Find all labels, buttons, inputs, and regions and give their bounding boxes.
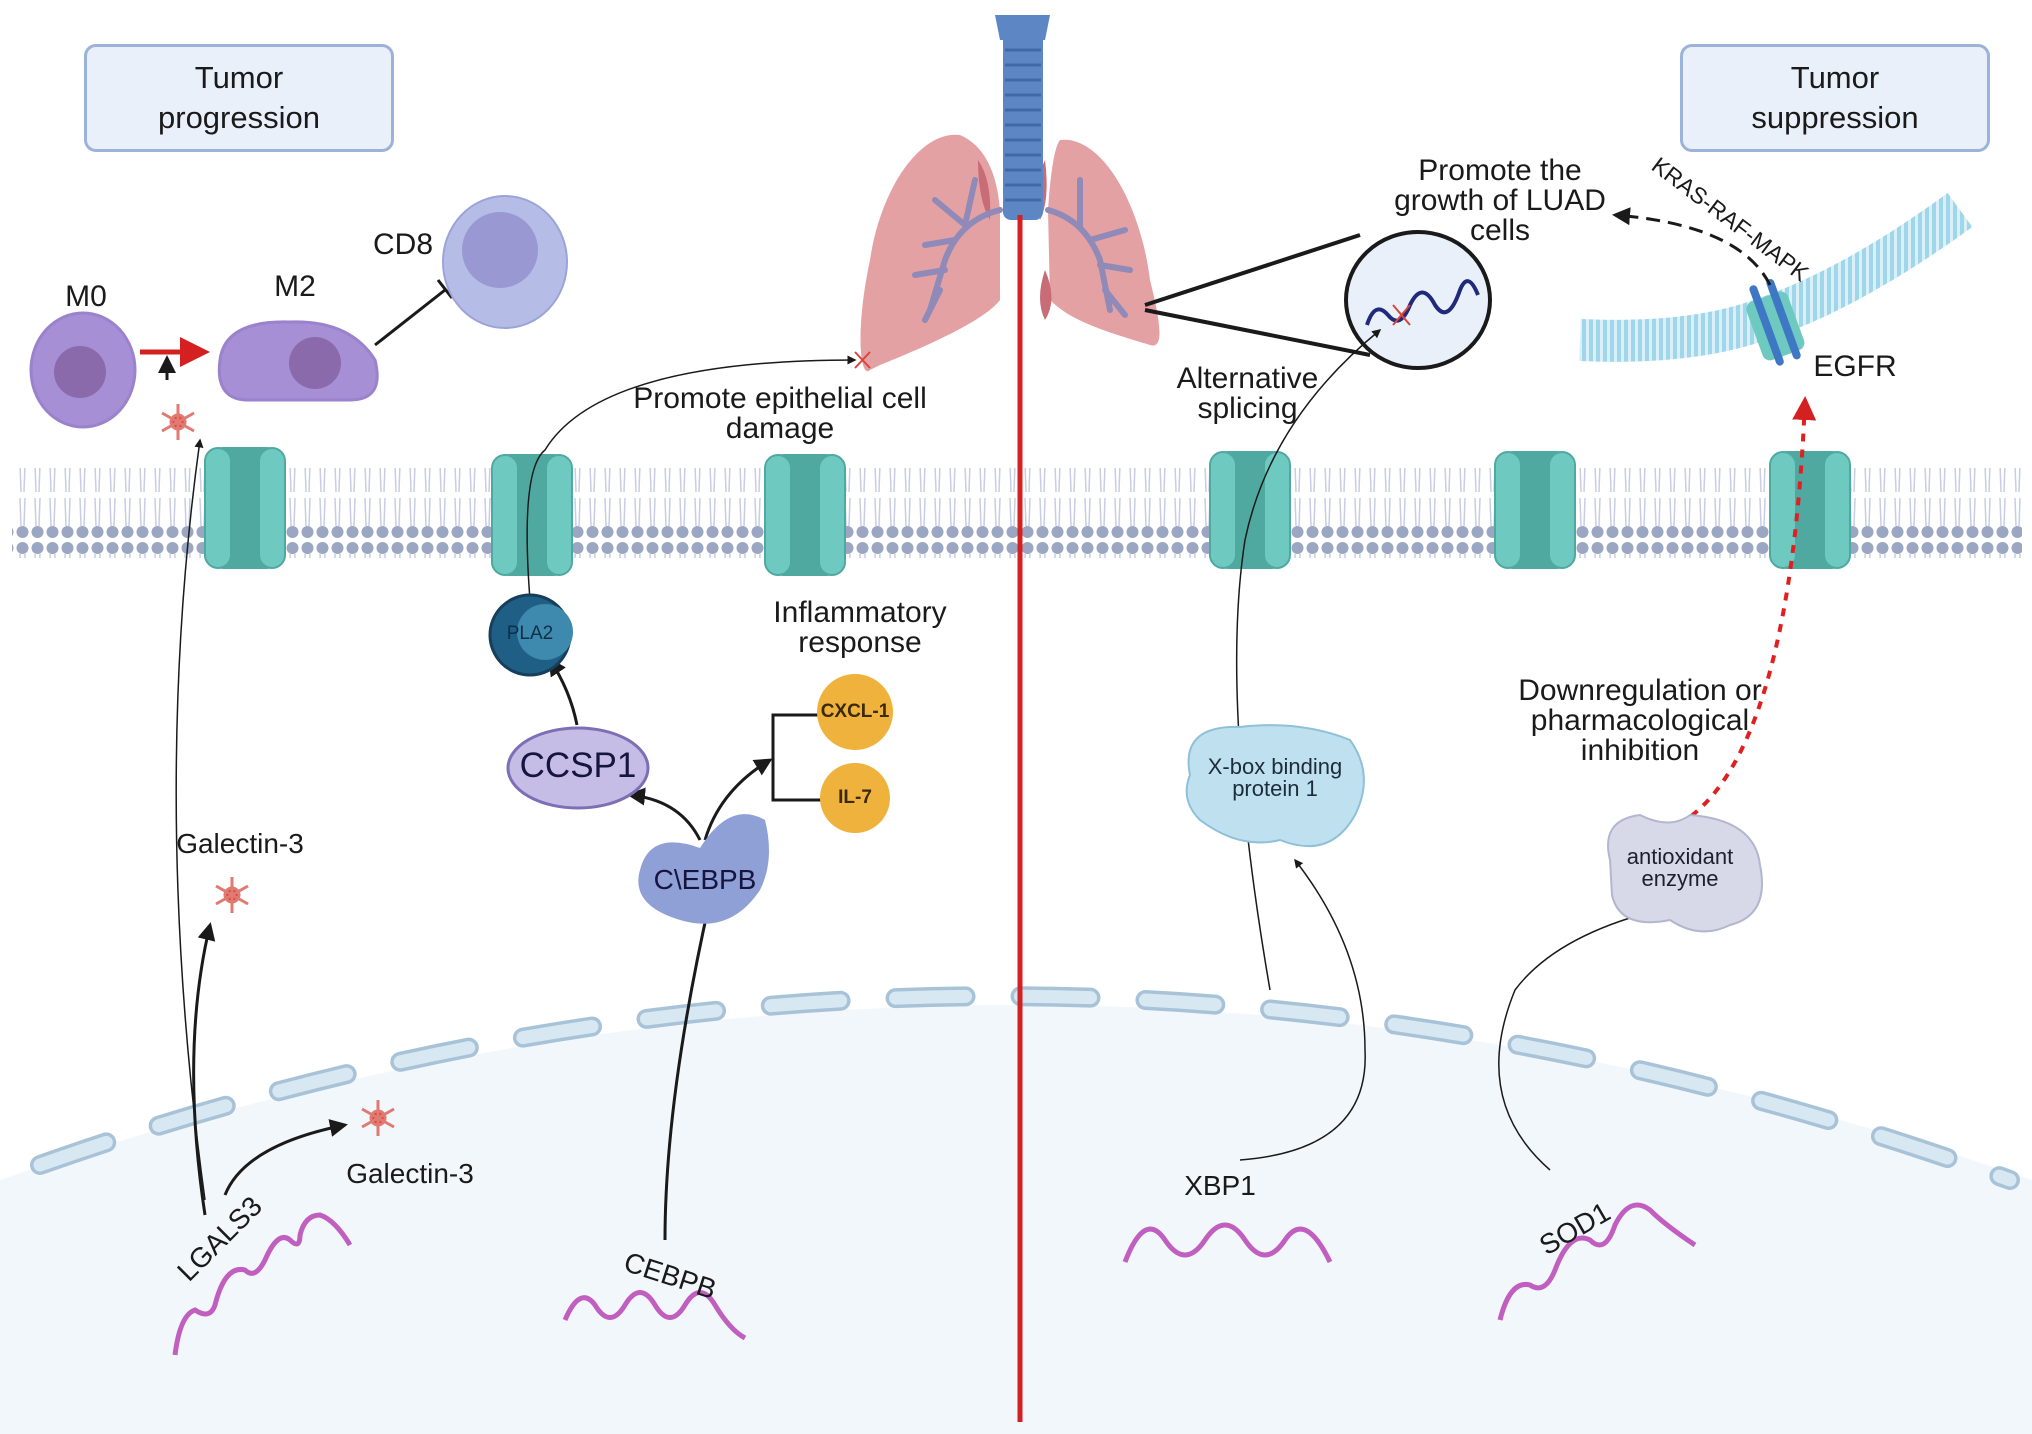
channel-1 xyxy=(204,447,286,569)
lung-zoom-line-bottom xyxy=(1144,308,1371,357)
m0-macrophage xyxy=(29,311,137,429)
cebpb-protein xyxy=(638,814,769,924)
xbp1-to-splicing xyxy=(1235,329,1382,991)
egfr-to-luad-arrow xyxy=(1612,207,1772,286)
cell-membrane xyxy=(12,468,2022,558)
m2-inhibits-cd8 xyxy=(374,288,446,347)
channel-2 xyxy=(491,454,573,576)
lgals3-to-galectin-membrane xyxy=(175,438,206,1201)
mrna-zoom-circle xyxy=(1344,230,1492,370)
lgals3-to-galectin-extracellular xyxy=(192,922,216,1216)
luad-growth-label: Promote the growth of LUAD cells xyxy=(1394,154,1606,247)
lgals3-mrna xyxy=(172,1212,353,1356)
epithelial-damage-label: Promote epithelial cell damage xyxy=(633,382,927,445)
cebpb-to-ccsp1 xyxy=(627,787,702,841)
cd8-label: CD8 xyxy=(372,228,433,261)
galectin-extracellular-label: Galectin-3 xyxy=(176,828,304,859)
cebpb-to-cytokines xyxy=(703,758,773,841)
lgals3-to-galectin-nuclear xyxy=(223,1119,348,1196)
cebpb-mrna xyxy=(562,1290,747,1341)
antioxidant-enzyme xyxy=(1607,813,1763,933)
channel-5 xyxy=(1494,451,1576,569)
cebpb-gene-to-protein xyxy=(663,897,716,1241)
xbp1-mrna xyxy=(1122,1222,1333,1264)
xbp1-protein xyxy=(1185,724,1365,848)
tumor-progression-box: Tumor progression xyxy=(84,44,394,152)
cytokine-bracket xyxy=(771,713,825,802)
il7-cytokine xyxy=(820,763,890,833)
galectin-nuclear-label: Galectin-3 xyxy=(346,1158,474,1189)
cd8-tcell xyxy=(442,195,568,329)
m2-macrophage xyxy=(217,320,379,402)
lung-zoom-line-top xyxy=(1144,233,1361,307)
cxcl1-cytokine xyxy=(817,674,893,750)
il7-label: IL-7 xyxy=(838,787,872,808)
pla2-label: PLA2 xyxy=(506,623,554,644)
tumor-suppression-box: Tumor suppression xyxy=(1680,44,1990,152)
antioxidant-inhibition-arrow xyxy=(1676,396,1817,827)
ccsp1-label: CCSP1 xyxy=(519,746,637,785)
sod1-mrna xyxy=(1497,1202,1697,1321)
alternative-splicing-label: Alternative splicing xyxy=(1176,362,1319,425)
egfr-label: EGFR xyxy=(1813,350,1897,383)
membrane-channels xyxy=(204,447,1851,576)
pla2-protein xyxy=(488,593,573,677)
ccsp1-protein xyxy=(506,726,650,810)
m2-label: M2 xyxy=(274,270,316,303)
egfr-receptor xyxy=(1746,279,1805,366)
channel-4 xyxy=(1209,451,1291,569)
antioxidant-enzyme-label: antioxidant enzyme xyxy=(1626,844,1734,891)
xbp1-gene-to-protein xyxy=(1239,858,1366,1161)
galectin-icon xyxy=(161,404,395,1136)
nucleus xyxy=(0,1005,2032,1434)
m0-label: M0 xyxy=(65,280,107,313)
inflammatory-response-label: Inflammatory response xyxy=(773,596,947,659)
lungs-icon xyxy=(860,15,1160,372)
cxcl1-label: CXCL-1 xyxy=(820,701,890,722)
channel-6 xyxy=(1769,451,1851,569)
cebpb-protein-label: C\EBPB xyxy=(653,864,757,895)
pla2-to-epithelial-arrow xyxy=(526,355,857,601)
sod1-gene-to-enzyme xyxy=(1498,902,1682,1171)
channel-3 xyxy=(764,454,846,576)
xbp1-protein-label: X-box binding protein 1 xyxy=(1207,754,1343,801)
downregulation-label: Downregulation or pharmacological inhibi… xyxy=(1518,674,1762,767)
xbp1-gene-label: XBP1 xyxy=(1184,1170,1256,1201)
ccsp1-to-pla2 xyxy=(548,657,579,726)
